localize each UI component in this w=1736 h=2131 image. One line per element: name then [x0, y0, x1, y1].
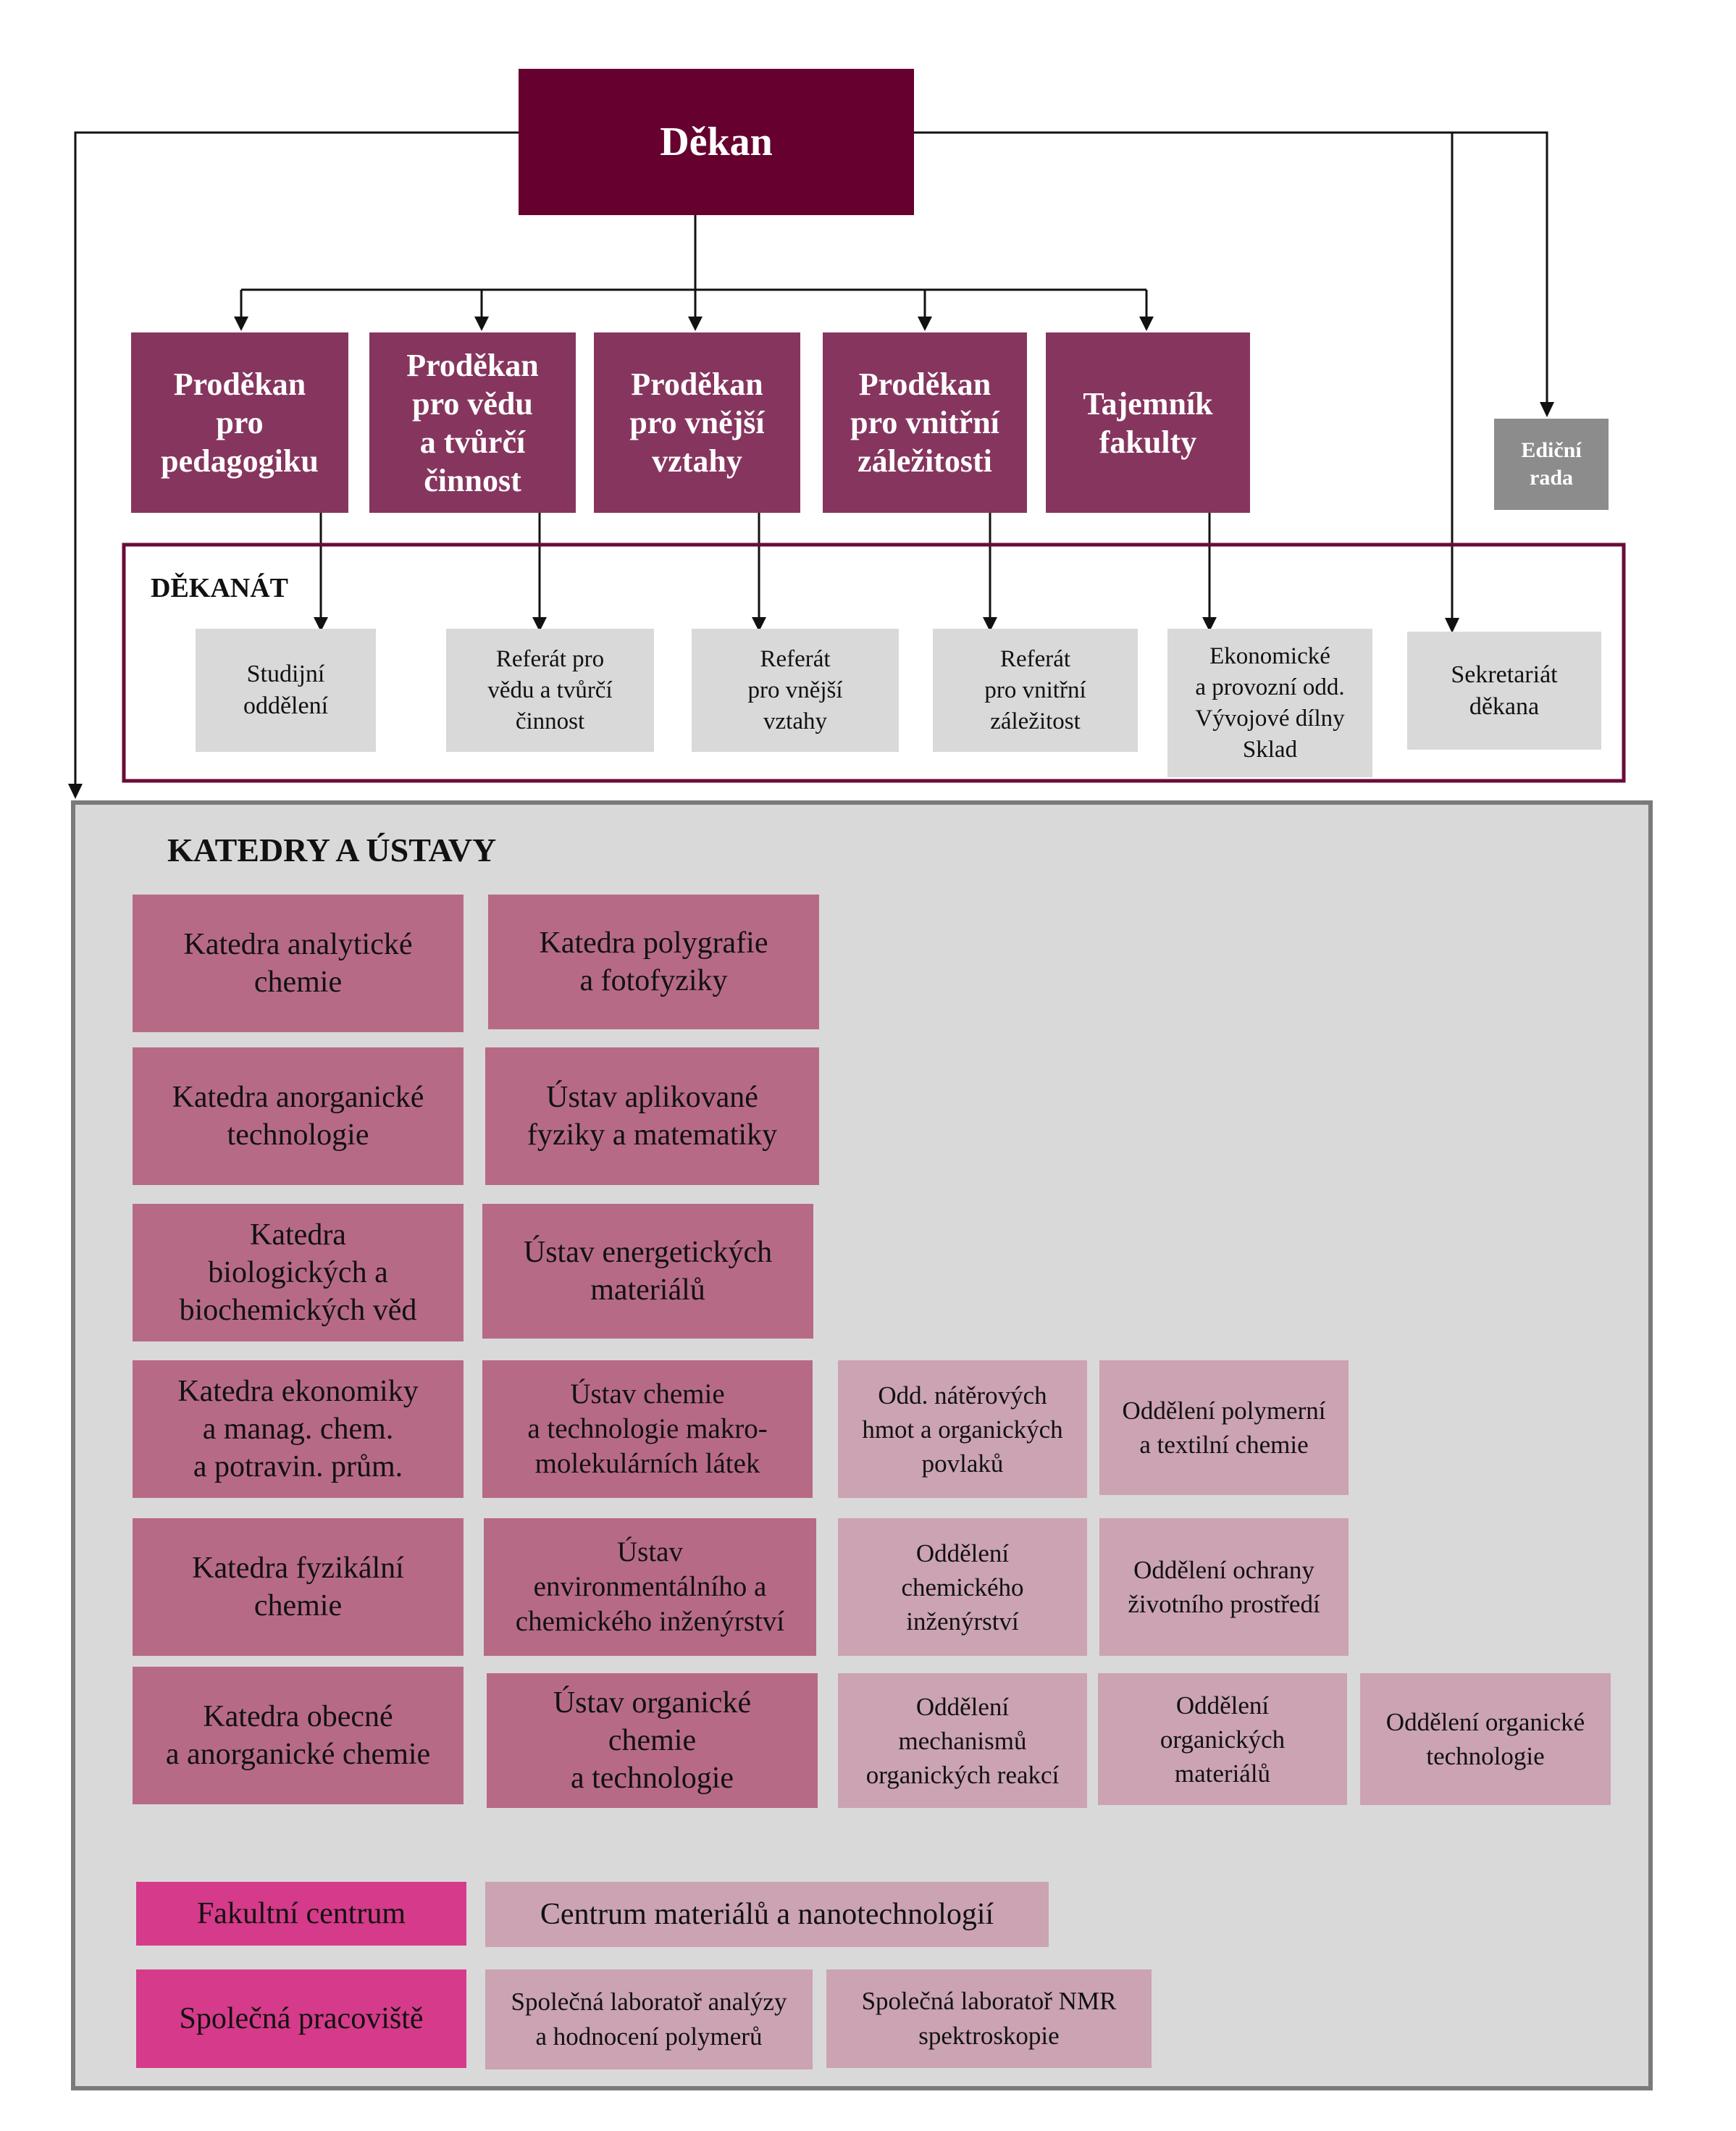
fakultni-centrum-label: Fakultní centrum: [136, 1882, 466, 1946]
office-veda: Referát pro vědu a tvůrčí činnost: [446, 629, 654, 752]
odd-organicke-technologie: Oddělení organické technologie: [1360, 1673, 1611, 1805]
vice-dean-vnitrni: Proděkan pro vnitřní záležitosti: [823, 332, 1027, 513]
odd-naterovych-hmot: Odd. nátěrových hmot a organických povla…: [838, 1360, 1087, 1498]
katedra-fyzikalni: Katedra fyzikální chemie: [133, 1518, 464, 1656]
katedra-obecne: Katedra obecné a anorganické chemie: [133, 1667, 464, 1804]
katedry-title: KATEDRY A ÚSTAVY: [167, 832, 497, 868]
dekanat-title: DĚKANÁT: [151, 573, 289, 603]
vice-dean-veda: Proděkan pro vědu a tvůrčí činnost: [369, 332, 576, 513]
dekanat-frame: [122, 543, 1626, 783]
odd-polymerni: Oddělení polymerní a textilní chemie: [1099, 1360, 1349, 1495]
ustav-organicke: Ústav organické chemie a technologie: [487, 1673, 818, 1808]
ustav-energetickych: Ústav energetických materiálů: [482, 1204, 813, 1339]
edicni-rada-box: Ediční rada: [1494, 419, 1609, 510]
ustav-makromolekularni: Ústav chemie a technologie makro- moleku…: [482, 1360, 813, 1498]
vice-dean-vnejsi: Proděkan pro vnější vztahy: [594, 332, 800, 513]
tajemnik-box: Tajemník fakulty: [1046, 332, 1250, 513]
odd-chemickeho-inzenyrstvi: Oddělení chemického inženýrství: [838, 1518, 1087, 1656]
centrum-materialu: Centrum materiálů a nanotechnologií: [485, 1882, 1049, 1947]
odd-mechanismu: Oddělení mechanismů organických reakcí: [838, 1673, 1087, 1808]
office-vnejsi: Referát pro vnější vztahy: [692, 629, 899, 752]
katedra-anorganicke: Katedra anorganické technologie: [133, 1047, 464, 1185]
katedra-analyticke: Katedra analytické chemie: [133, 895, 464, 1032]
ustav-environmentalni: Ústav environmentálního a chemického inž…: [484, 1518, 816, 1656]
dean-box: Děkan: [519, 69, 914, 215]
katedra-biologickych: Katedra biologických a biochemických věd: [133, 1204, 464, 1341]
office-sekretariat: Sekretariát děkana: [1407, 632, 1601, 750]
lab-nmr: Společná laboratoř NMR spektroskopie: [826, 1969, 1152, 2068]
lab-analyzy-polymeru: Společná laboratoř analýzy a hodnocení p…: [485, 1969, 813, 2069]
office-studijni: Studijní oddělení: [196, 629, 376, 752]
ustav-aplikovane-fyziky: Ústav aplikované fyziky a matematiky: [485, 1047, 819, 1185]
katedra-polygrafie: Katedra polygrafie a fotofyziky: [488, 895, 819, 1029]
odd-ochrany-prostredi: Oddělení ochrany životního prostředí: [1099, 1518, 1349, 1656]
office-vnitrni: Referát pro vnitřní záležitost: [933, 629, 1138, 752]
office-ekonomicke: Ekonomické a provozní odd. Vývojové díln…: [1167, 629, 1372, 777]
katedra-ekonomiky: Katedra ekonomiky a manag. chem. a potra…: [133, 1360, 464, 1498]
vice-dean-pedagogika: Proděkan pro pedagogiku: [131, 332, 348, 513]
spolecna-pracoviste-label: Společná pracoviště: [136, 1969, 466, 2068]
odd-organickych-materialu: Oddělení organických materiálů: [1098, 1673, 1347, 1805]
